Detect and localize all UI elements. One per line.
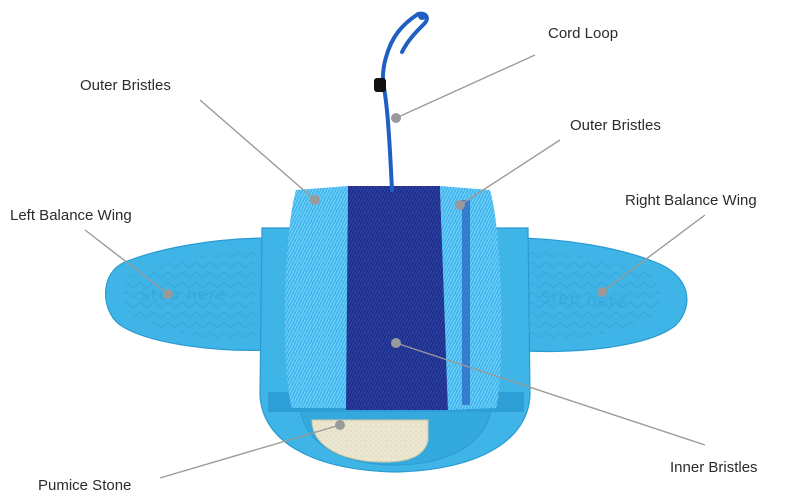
outer-bristles-left-shape: [285, 186, 348, 408]
cord-knot: [418, 12, 426, 20]
cord-loop-shape: [383, 14, 427, 190]
label-right-balance-wing: Right Balance Wing: [625, 192, 757, 209]
dot-cord-loop: [391, 113, 401, 123]
outer-bristles-right-shape: [440, 186, 501, 410]
label-inner-bristles: Inner Bristles: [670, 459, 758, 476]
dot-pumice-stone: [335, 420, 345, 430]
side-stripe: [462, 200, 470, 405]
label-pumice-stone: Pumice Stone: [38, 477, 131, 494]
label-outer-bristles-right: Outer Bristles: [570, 117, 661, 134]
cord-stopper: [374, 78, 386, 92]
scrubber-product: Step here Step here: [106, 12, 687, 472]
leader-cord-loop: [396, 55, 535, 118]
label-outer-bristles-left: Outer Bristles: [80, 77, 171, 94]
dot-inner-bristles: [391, 338, 401, 348]
dot-right-balance-wing: [597, 287, 607, 297]
leader-outer-bristles-right: [460, 140, 560, 205]
label-left-balance-wing: Left Balance Wing: [10, 207, 132, 224]
dot-left-balance-wing: [163, 289, 173, 299]
label-cord-loop: Cord Loop: [548, 25, 618, 42]
dot-outer-bristles-left: [310, 195, 320, 205]
step-here-left: Step here: [140, 285, 227, 304]
dot-outer-bristles-right: [455, 200, 465, 210]
leader-outer-bristles-left: [200, 100, 315, 200]
inner-bristles-shape: [346, 186, 448, 410]
